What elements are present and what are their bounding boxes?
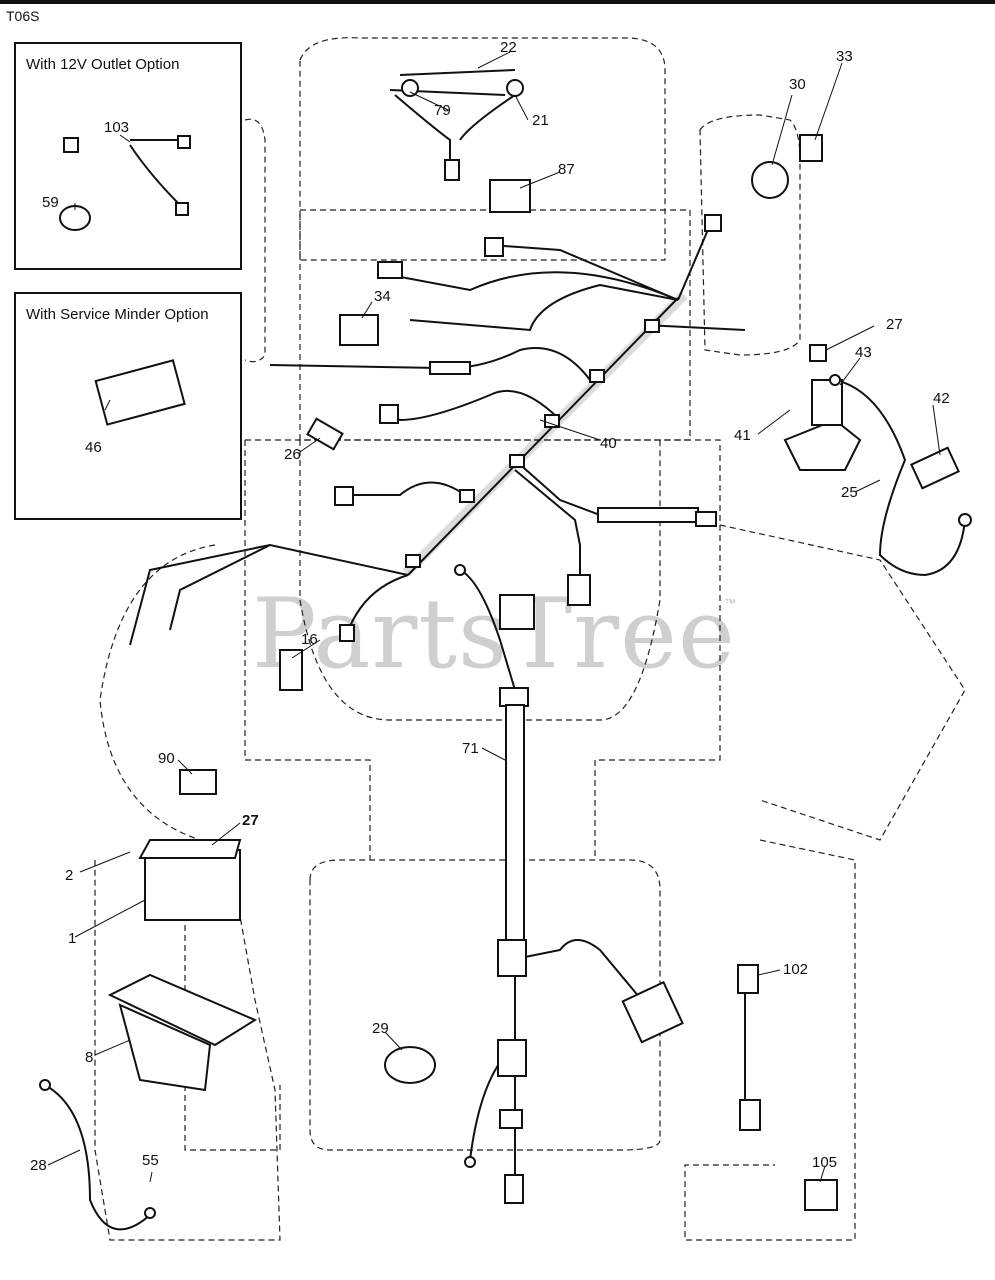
callout-102: 102 [783, 961, 809, 978]
callout-28: 28 [30, 1157, 47, 1174]
callout-27-bottom: 27 [242, 812, 259, 829]
callout-43: 43 [855, 344, 872, 361]
trademark-mark: ™ [724, 596, 736, 610]
callout-8: 8 [85, 1049, 94, 1066]
callout-34: 34 [374, 288, 391, 305]
callout-22: 22 [500, 39, 517, 56]
callout-46: 46 [85, 439, 102, 456]
tractor-outline [94, 37, 966, 1241]
callout-105: 105 [812, 1154, 838, 1171]
diagram-code: T06S [6, 8, 40, 24]
callout-26: 26 [284, 446, 301, 463]
callout-33: 33 [836, 48, 853, 65]
callout-27-top: 27 [886, 316, 903, 333]
callout-2: 2 [65, 867, 74, 884]
callout-79: 79 [434, 102, 451, 119]
option-title-12v-outlet: With 12V Outlet Option [26, 56, 180, 73]
callout-1: 1 [68, 930, 77, 947]
leader-lines [47, 51, 941, 1183]
option-box-12v-outlet: With 12V Outlet Option [14, 42, 242, 270]
callout-71: 71 [462, 740, 479, 757]
callout-90: 90 [158, 750, 175, 767]
callout-103: 103 [104, 119, 130, 136]
watermark: PartsTree [252, 578, 736, 690]
callout-55: 55 [142, 1152, 159, 1169]
option-box-service-minder: With Service Minder Option [14, 292, 242, 520]
wiring-harness [44, 69, 966, 1231]
option-title-service-minder: With Service Minder Option [26, 306, 209, 323]
callout-41: 41 [734, 427, 751, 444]
components [39, 79, 972, 1219]
callout-42: 42 [933, 390, 950, 407]
callout-87: 87 [558, 161, 575, 178]
callout-25: 25 [841, 484, 858, 501]
callout-30: 30 [789, 76, 806, 93]
top-border [0, 0, 995, 4]
callout-40: 40 [600, 435, 617, 452]
callout-29: 29 [372, 1020, 389, 1037]
callout-59: 59 [42, 194, 59, 211]
callout-16: 16 [301, 631, 318, 648]
callout-21: 21 [532, 112, 549, 129]
